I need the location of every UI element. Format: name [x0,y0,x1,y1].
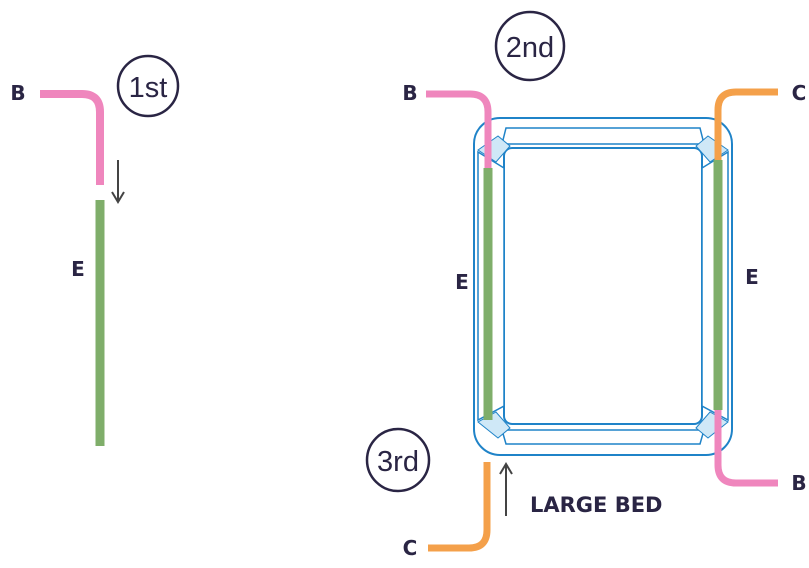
label-e-right-side: E [745,265,759,289]
label-e-step1: E [71,257,85,281]
step-2-label: 2nd [506,32,554,64]
label-b-top-left: B [402,81,417,105]
step-3-label: 3rd [377,446,419,478]
orange-strap-c-bottom-left [428,462,491,552]
pink-strap-b-step1 [40,90,104,185]
up-arrow-icon [499,462,513,516]
pink-strap-b-bottom-right [714,410,778,487]
orange-strap-c-top-right [714,88,778,160]
label-b-step1: B [10,81,25,105]
label-b-bottom-right: B [791,471,806,495]
label-c-bottom-left: C [403,536,418,560]
large-bed-caption: LARGE BED [530,493,662,517]
pink-strap-b-top-left [426,90,492,168]
large-bed-frame [473,117,733,456]
down-arrow-icon [111,160,125,204]
step-1-badge [116,54,180,118]
label-c-top-right: C [792,81,807,105]
step-3-badge [365,427,431,493]
label-e-left-side: E [455,270,469,294]
step-2-badge [494,10,566,82]
step-1-label: 1st [129,72,168,104]
